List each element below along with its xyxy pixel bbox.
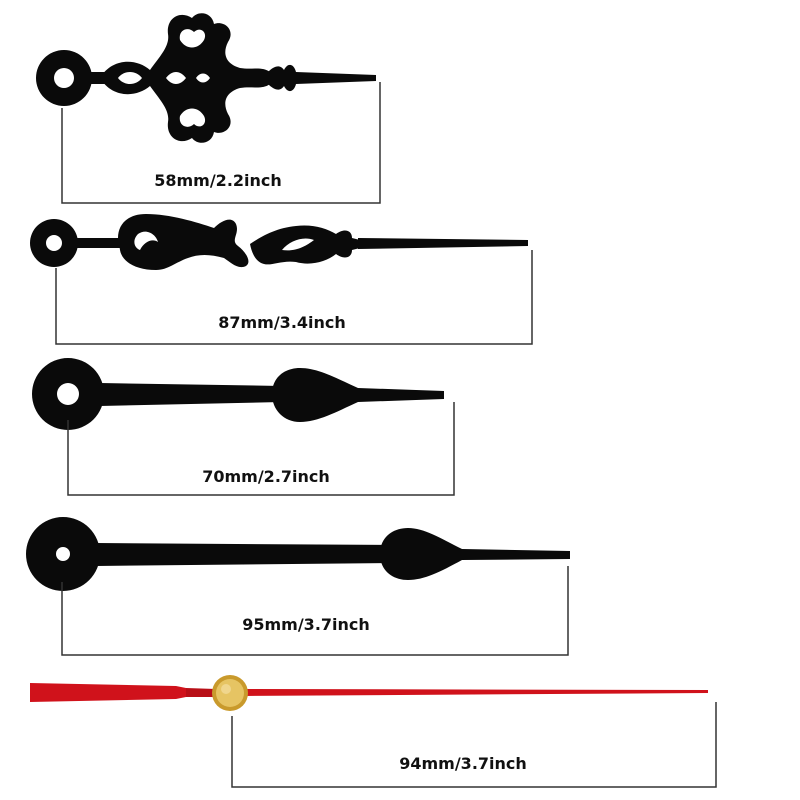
ornate-hour-hand: [36, 13, 376, 143]
dimension-line-1: [61, 82, 381, 204]
ornate-minute-hand: [30, 214, 528, 270]
length-label-3: 70mm/2.7inch: [202, 467, 330, 486]
length-label-1: 58mm/2.2inch: [154, 171, 282, 190]
length-label-2: 87mm/3.4inch: [218, 313, 346, 332]
spade-hour-hand: [32, 358, 444, 430]
dimension-line-4: [61, 566, 569, 656]
second-hand: [30, 675, 708, 711]
spade-minute-hand: [26, 517, 570, 591]
dimension-line-5: [231, 702, 717, 788]
dimension-line-3: [67, 402, 455, 496]
length-label-4: 95mm/3.7inch: [242, 615, 370, 634]
dimension-line-2: [55, 250, 533, 345]
length-label-5: 94mm/3.7inch: [399, 754, 527, 773]
